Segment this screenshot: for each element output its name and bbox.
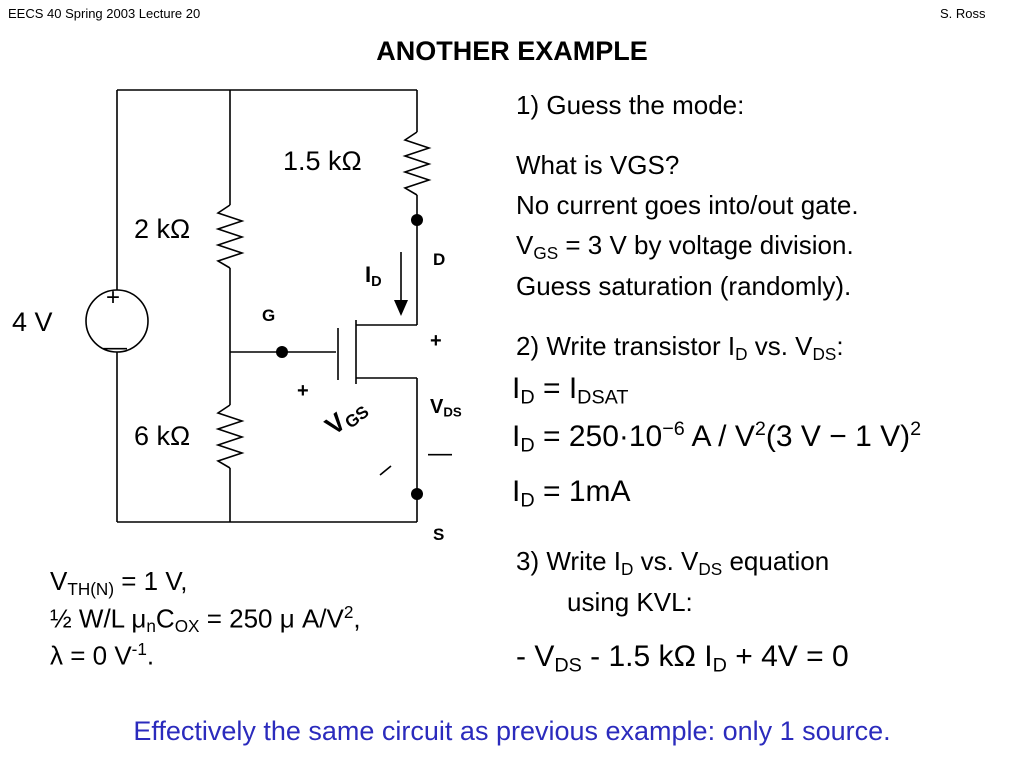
slide-title: ANOTHER EXAMPLE (376, 36, 648, 66)
step1-question: What is VGS? (516, 150, 680, 180)
label-6k: 6 kΩ (134, 421, 191, 451)
resistor-2k (215, 204, 245, 269)
course-header: EECS 40 Spring 2003 Lecture 20 (8, 6, 201, 21)
source-minus-sign: — (103, 334, 127, 361)
vds-label: VDS (430, 396, 462, 420)
step1-heading: 1) Guess the mode: (516, 90, 745, 120)
equation-sat-current: ID = 250·10−6 A / V2(3 V − 1 V)2 (512, 418, 922, 457)
node-s-label: S (433, 525, 445, 544)
param-wl: ½ W/L μnCOX = 250 μ A/V2, (50, 602, 361, 637)
equation-idsat: ID = IDSAT (512, 372, 629, 409)
drain-node (411, 214, 423, 226)
gate-node (276, 346, 288, 358)
id-current-label: ID (365, 262, 382, 291)
label-1k5: 1.5 kΩ (283, 146, 362, 176)
label-2k: 2 kΩ (134, 214, 191, 244)
node-d-label: D (433, 250, 446, 269)
step3-line2: using KVL: (567, 587, 693, 617)
vgs-minus-mark (379, 465, 392, 476)
vds-minus-sign: — (428, 440, 452, 467)
resistor-6k (215, 404, 245, 469)
step1-line2: No current goes into/out gate. (516, 190, 859, 220)
param-vth: VTH(N) = 1 V, (50, 566, 188, 599)
param-lambda: λ = 0 V-1. (50, 639, 155, 671)
author-header: S. Ross (940, 6, 986, 21)
equation-kvl: - VDS - 1.5 kΩ ID + 4V = 0 (516, 640, 849, 677)
source-node (411, 488, 423, 500)
step1-line4: Guess saturation (randomly). (516, 271, 852, 301)
source-plus-sign: + (106, 284, 121, 311)
equation-result: ID = 1mA (512, 475, 631, 512)
vds-plus-sign: + (430, 330, 442, 352)
step1-line3: VGS = 3 V by voltage division. (516, 230, 854, 263)
step2-heading: 2) Write transistor ID vs. VDS: (516, 331, 844, 364)
step3-heading: 3) Write ID vs. VDS equation (516, 546, 830, 579)
vgs-plus-sign: + (297, 380, 309, 402)
node-g-label: G (262, 306, 276, 325)
label-4v: 4 V (12, 307, 53, 337)
voltage-source (85, 289, 149, 353)
id-arrow-head (394, 300, 408, 316)
resistor-1k5 (402, 131, 432, 196)
footer-note: Effectively the same circuit as previous… (133, 716, 891, 746)
